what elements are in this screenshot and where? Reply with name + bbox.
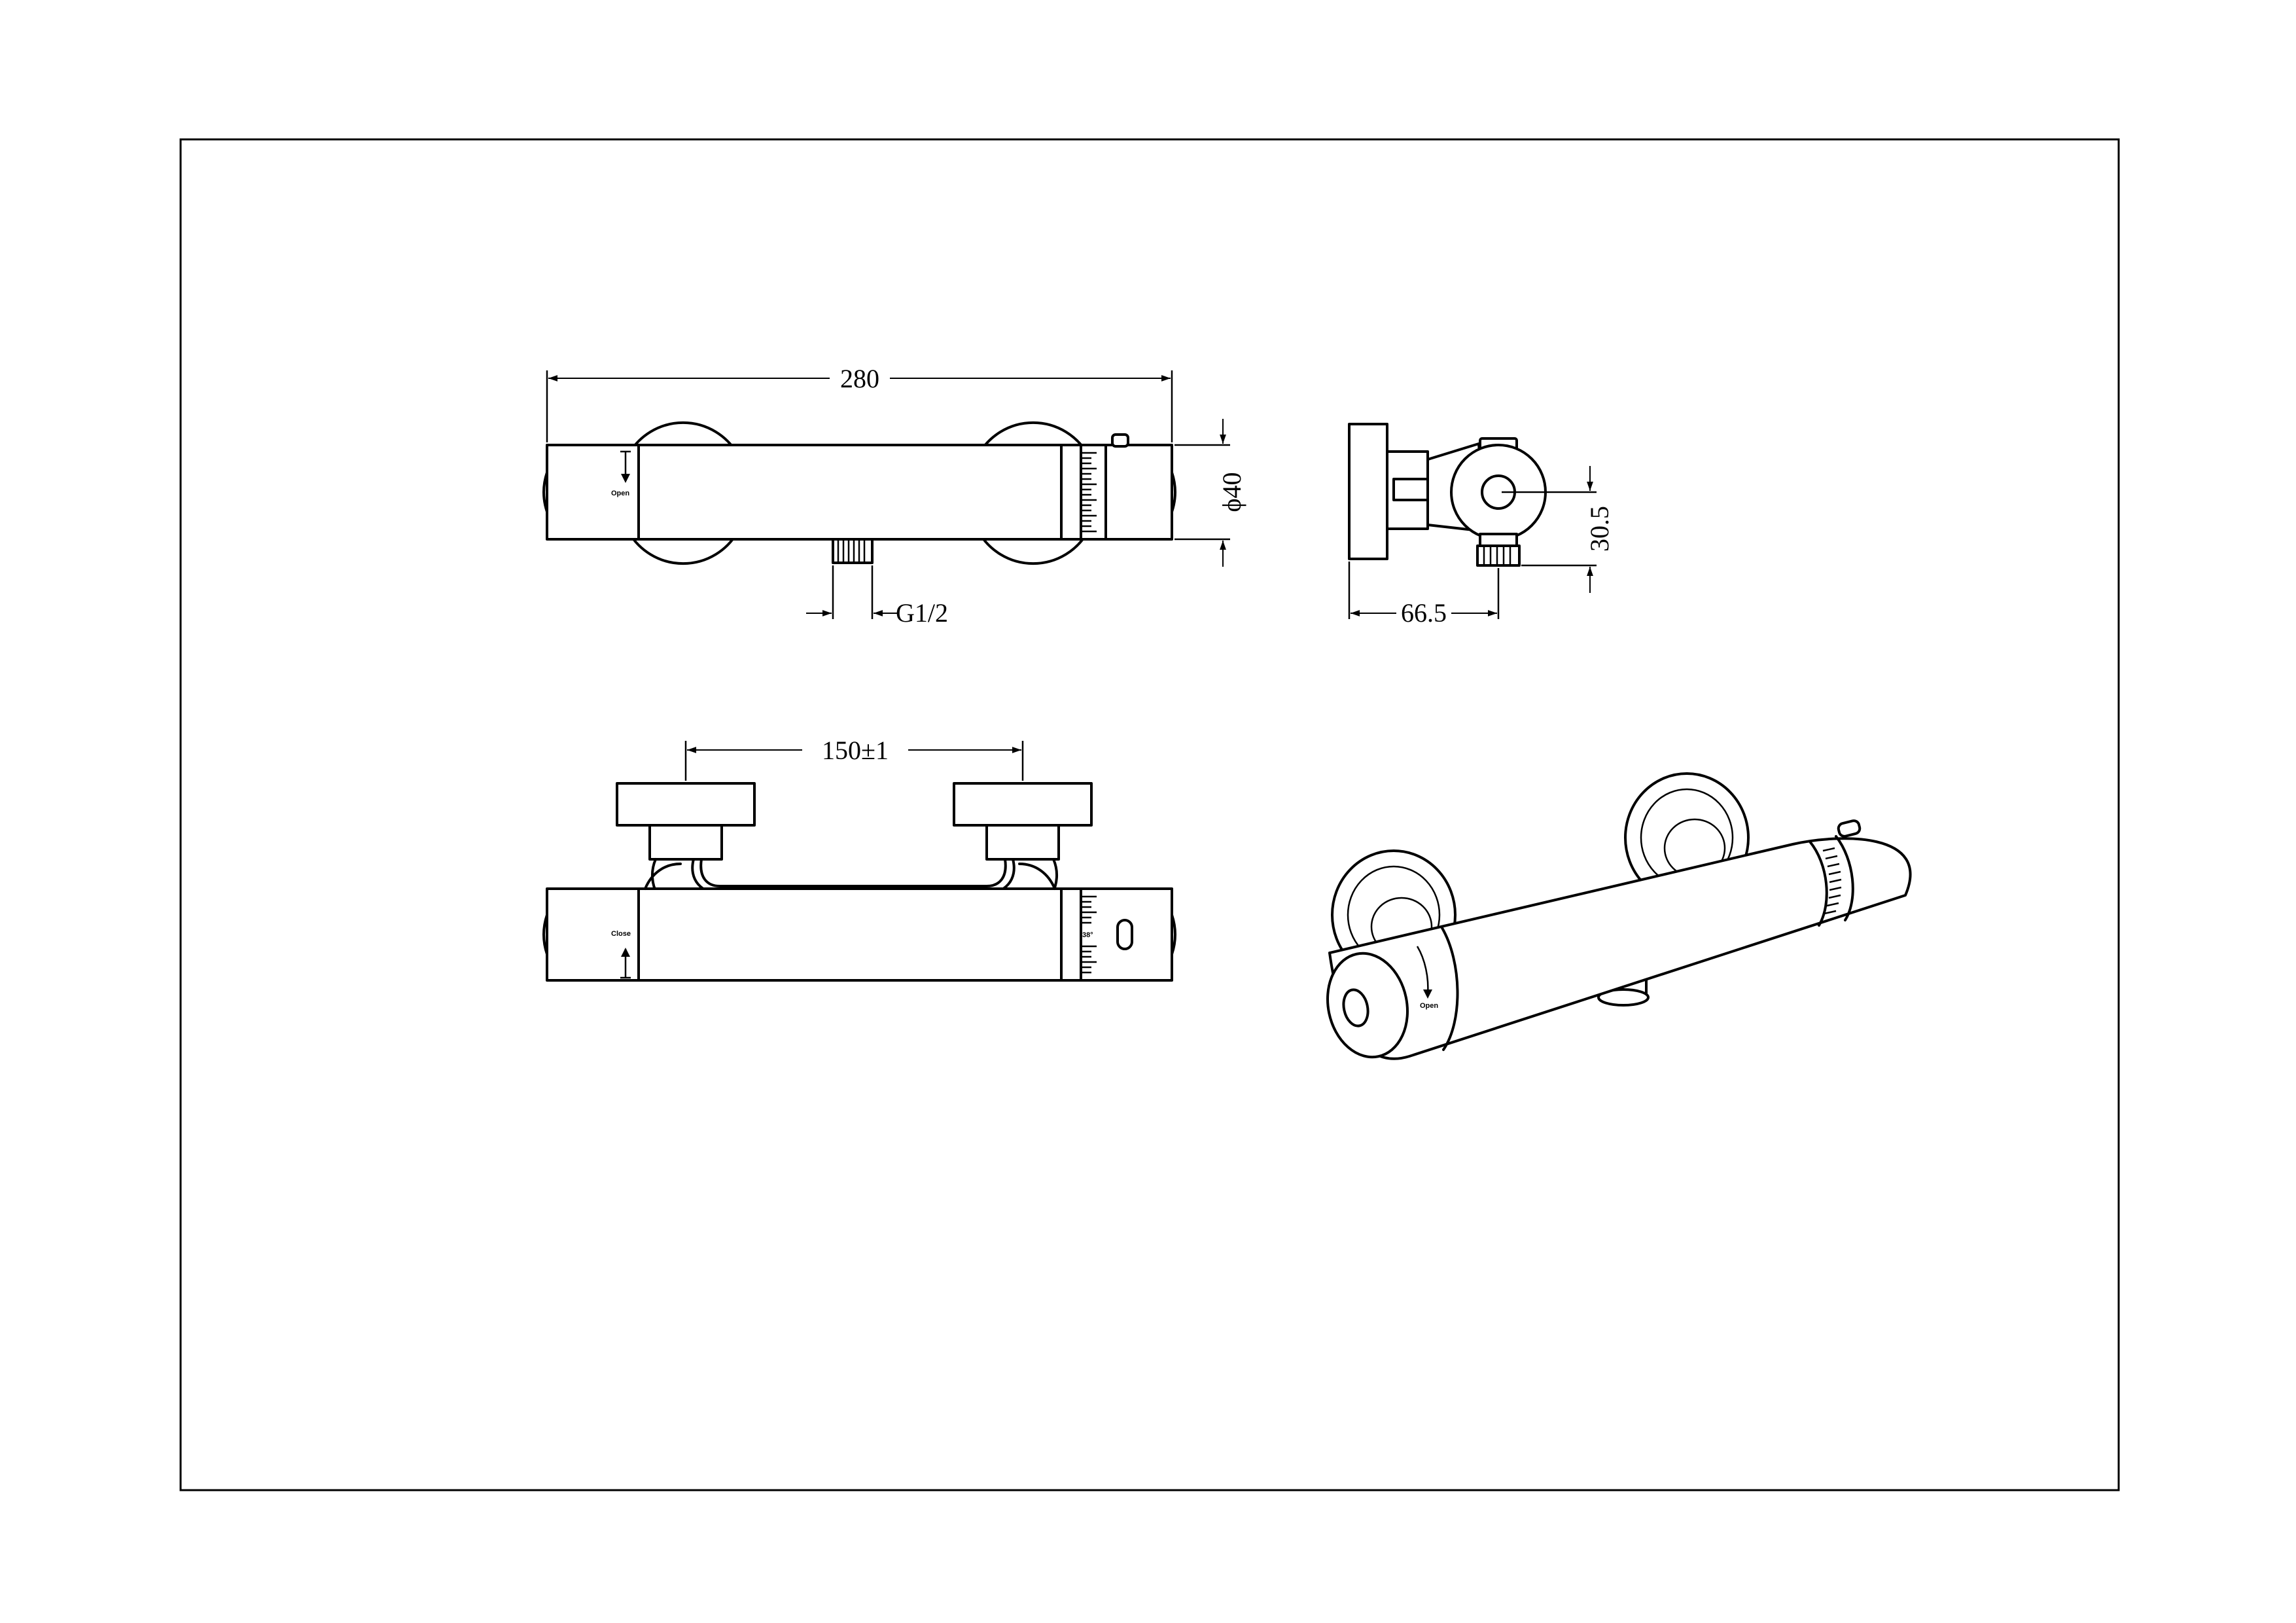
open-arrow-icon	[1416, 946, 1432, 999]
drawing-frame	[179, 138, 2120, 1491]
dim-body-diameter: ϕ40	[1217, 472, 1246, 512]
open-arrow-icon	[620, 450, 631, 483]
dim-outlet-thread: G1/2	[896, 598, 948, 628]
top-view: 38° Close 150±1	[542, 736, 1176, 982]
temperature-label: 38°	[1082, 931, 1093, 939]
temperature-scale	[1081, 895, 1097, 974]
dim-outlet-height: 30.5	[1585, 506, 1614, 552]
close-arrow-icon	[620, 948, 631, 979]
open-label: Open	[1420, 1002, 1438, 1010]
open-label: Open	[611, 490, 629, 497]
isometric-view: Open	[1326, 772, 1912, 1060]
side-view: 30.5 66.5	[1348, 423, 1614, 628]
dim-wall-projection: 66.5	[1401, 598, 1447, 628]
dim-centre-distance: 150±1	[822, 736, 889, 765]
temperature-scale	[1822, 847, 1842, 915]
front-view: Open 280 ϕ40 G1/2	[542, 364, 1246, 628]
temperature-scale	[1081, 452, 1097, 533]
close-label: Close	[611, 930, 631, 938]
outlet-thread	[832, 538, 874, 564]
safety-button	[1116, 919, 1133, 950]
dim-overall-length: 280	[840, 364, 879, 393]
